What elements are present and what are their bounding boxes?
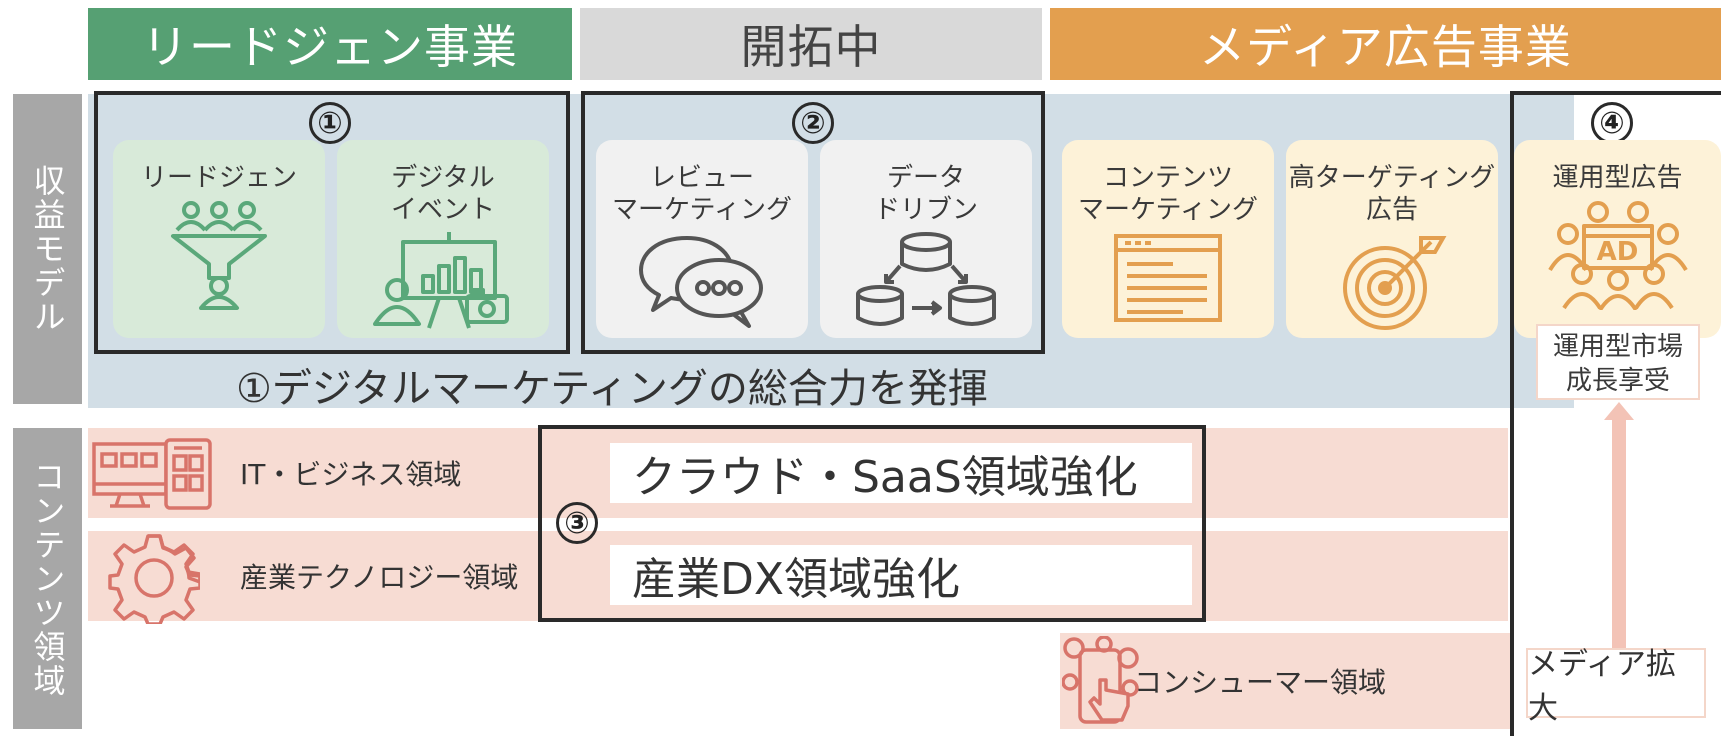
group-frame-2 bbox=[581, 91, 1045, 354]
domain-it-business-label: IT・ビジネス領域 bbox=[240, 458, 462, 491]
card-data-driven-label: データ ドリブン bbox=[873, 163, 978, 225]
header-leadgen: リードジェン事業 bbox=[88, 8, 572, 80]
market-growth-box: 運用型市場 成長享受 bbox=[1536, 324, 1700, 400]
side-label-content-domain: コンテンツ領域 bbox=[13, 428, 82, 729]
devices-icon bbox=[90, 438, 216, 510]
group-frame-3 bbox=[538, 425, 1206, 622]
group-number-4: ④ bbox=[1591, 102, 1633, 144]
card-leadgen: リードジェン bbox=[113, 140, 325, 338]
group-frame-1 bbox=[94, 91, 570, 354]
synergy-caption: ①デジタルマーケティングの総合力を発揮 bbox=[236, 366, 988, 412]
group-number-3: ③ bbox=[556, 502, 598, 544]
card-content-marketing-label: コンテンツ マーケティング bbox=[1078, 163, 1258, 225]
card-operational-ad: 運用型広告 AD bbox=[1514, 140, 1721, 338]
strengthen-cloud-saas: クラウド・SaaS領域強化 bbox=[610, 443, 1192, 503]
group-number-2: ② bbox=[792, 102, 834, 144]
card-review-marketing: レビュー マーケティング bbox=[596, 140, 808, 338]
document-page-icon bbox=[1113, 232, 1223, 324]
strengthen-industrial-dx: 産業DX領域強化 bbox=[610, 545, 1192, 605]
database-flow-icon bbox=[856, 232, 996, 332]
smartphone-touch-icon bbox=[1062, 636, 1142, 728]
card-digital-event-label: デジタル イベント bbox=[390, 163, 495, 225]
group-frame-4 bbox=[1510, 91, 1721, 736]
gear-icon bbox=[108, 532, 200, 624]
card-data-driven: データ ドリブン bbox=[820, 140, 1032, 338]
card-high-targeting-label: 高ターゲティング 広告 bbox=[1288, 163, 1496, 225]
audience-ad-icon: AD bbox=[1547, 200, 1688, 310]
card-content-marketing: コンテンツ マーケティング bbox=[1062, 140, 1274, 338]
ad-icon-text: AD bbox=[1596, 237, 1639, 267]
growth-arrow bbox=[1604, 402, 1634, 652]
card-digital-event: デジタル イベント bbox=[337, 140, 549, 338]
card-operational-ad-label: 運用型広告 bbox=[1552, 163, 1683, 193]
side-label-revenue-model: 収益モデル bbox=[13, 94, 82, 404]
media-expansion-box: メディア拡大 bbox=[1526, 647, 1706, 726]
header-pioneering: 開拓中 bbox=[580, 8, 1042, 80]
group-number-1: ① bbox=[309, 102, 351, 144]
funnel-people-icon bbox=[169, 200, 269, 310]
card-review-marketing-label: レビュー マーケティング bbox=[612, 163, 792, 225]
card-leadgen-label: リードジェン bbox=[140, 163, 297, 193]
domain-industrial-tech-label: 産業テクノロジー領域 bbox=[240, 561, 519, 594]
target-icon bbox=[1337, 232, 1447, 332]
presentation-icon bbox=[373, 232, 513, 332]
header-media-ad: メディア広告事業 bbox=[1050, 8, 1721, 80]
domain-consumer-label: コンシューマー領域 bbox=[1134, 666, 1387, 699]
speech-bubbles-icon bbox=[637, 232, 767, 328]
card-high-targeting: 高ターゲティング 広告 bbox=[1286, 140, 1498, 338]
